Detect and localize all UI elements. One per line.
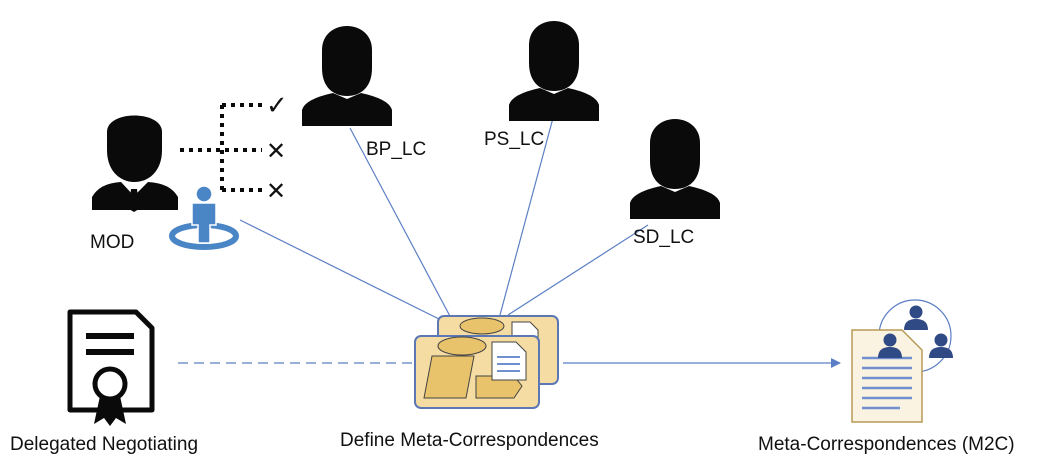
team-document-icon (851, 299, 953, 423)
role-label-bp-lc: BP_LC (366, 139, 426, 160)
link-mod-to-define (239, 219, 446, 323)
node-label-m2c: Meta-Correspondences (M2C) (758, 434, 1015, 455)
model-documents-icon (414, 315, 559, 409)
check-mark-icon: ✓ (266, 90, 288, 120)
role-label-mod: MOD (90, 232, 134, 253)
cross-mark-icon: ✕ (266, 178, 286, 205)
link-ps-to-define (499, 117, 554, 316)
user-silhouette-icon (630, 119, 720, 219)
user-silhouette-icon (302, 26, 392, 126)
user-accent-icon (169, 185, 239, 250)
role-label-sd-lc: SD_LC (633, 227, 694, 248)
node-label-define: Define Meta-Correspondences (340, 430, 599, 451)
team-member-icon (904, 305, 928, 330)
node-label-delegated: Delegated Negotiating (10, 434, 198, 455)
businessman-icon (92, 115, 178, 212)
decision-tree-icon (180, 103, 262, 192)
team-member-icon (878, 333, 902, 358)
team-member-icon (929, 333, 953, 358)
cross-mark-icon: ✕ (266, 138, 286, 165)
connectors (178, 117, 841, 368)
role-label-ps-lc: PS_LC (484, 129, 544, 150)
link-bp-to-define (349, 127, 453, 321)
certificate-icon (67, 309, 155, 426)
user-silhouette-icon (509, 21, 599, 121)
link-sd-to-define (507, 224, 649, 316)
